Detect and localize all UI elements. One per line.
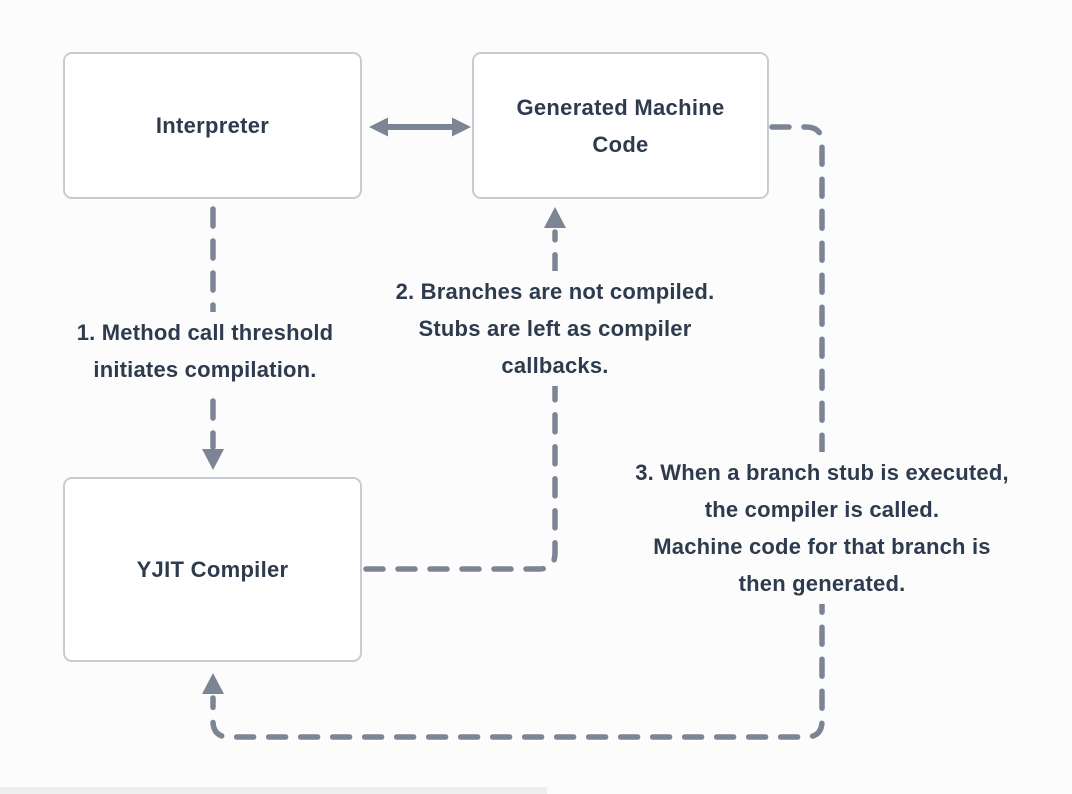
arrow-3-branch-generated-icon bbox=[202, 124, 825, 740]
bidirectional-arrow-icon bbox=[369, 117, 471, 137]
arrow-1-method-call-icon bbox=[202, 206, 224, 470]
annotation-step-1: 1. Method call threshold initiates compi… bbox=[30, 312, 380, 390]
node-yjit-compiler-label: YJIT Compiler bbox=[136, 557, 289, 582]
annotation-step-3-line-4: then generated. bbox=[738, 571, 906, 596]
node-generated-machine-code: Generated Machine Code bbox=[472, 52, 769, 199]
annotation-step-3-line-1: 3. When a branch stub is executed, bbox=[635, 460, 1009, 485]
annotation-step-3-line-3: Machine code for that branch is bbox=[653, 534, 991, 559]
node-generated-machine-code-label: Generated Machine Code bbox=[516, 94, 725, 157]
annotation-step-1-line-2: initiates compilation. bbox=[93, 357, 317, 382]
annotation-step-3-line-2: the compiler is called. bbox=[704, 497, 940, 522]
horizontal-scrollbar[interactable] bbox=[0, 787, 547, 794]
node-interpreter-label: Interpreter bbox=[155, 113, 270, 138]
annotation-step-1-line-1: 1. Method call threshold bbox=[76, 320, 334, 345]
node-interpreter: Interpreter bbox=[63, 52, 362, 199]
annotation-step-3: 3. When a branch stub is executed, the c… bbox=[602, 452, 1042, 604]
annotation-step-2-line-3: callbacks. bbox=[501, 353, 609, 378]
annotation-step-2-line-1: 2. Branches are not compiled. bbox=[395, 279, 715, 304]
arrow-2-branch-stubs-icon bbox=[363, 207, 566, 572]
annotation-step-2: 2. Branches are not compiled. Stubs are … bbox=[355, 271, 755, 386]
annotation-step-2-line-2: Stubs are left as compiler bbox=[418, 316, 692, 341]
node-yjit-compiler: YJIT Compiler bbox=[63, 477, 362, 662]
